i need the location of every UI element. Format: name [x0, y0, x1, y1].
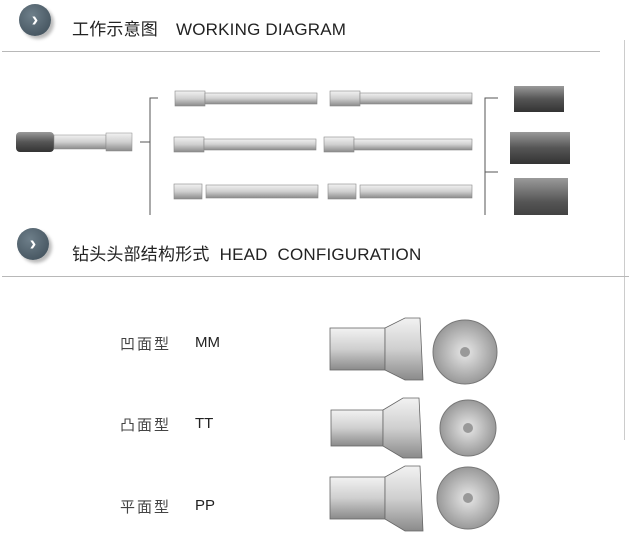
rods	[173, 90, 473, 200]
config-code: MM	[195, 334, 220, 351]
head-configuration-title: 钻头头部结构形式 HEAD CONFIGURATION	[72, 240, 421, 265]
right-bracket	[484, 97, 498, 215]
bit-side-pp	[329, 465, 424, 532]
config-code: PP	[195, 497, 216, 514]
divider	[2, 51, 600, 52]
title-cn: 工作示意图	[72, 20, 158, 39]
config-code: TT	[195, 415, 214, 432]
shank-adapter	[16, 132, 133, 152]
working-diagram	[16, 86, 570, 215]
bits	[510, 86, 570, 215]
bit-face-mm	[432, 319, 498, 385]
bit-images	[329, 317, 500, 532]
bit-face-tt	[439, 399, 497, 457]
divider	[2, 276, 629, 277]
title-en: HEAD CONFIGURATION	[219, 245, 422, 264]
page-edge	[624, 40, 625, 440]
working-diagram-title: 工作示意图 WORKING DIAGRAM	[72, 15, 346, 40]
chevron-right-icon: ›	[17, 228, 49, 260]
config-name-cn: 平面型	[120, 499, 172, 516]
title-en: WORKING DIAGRAM	[176, 20, 347, 39]
bit-face-pp	[436, 466, 500, 530]
config-name-cn: 凹面型	[120, 336, 172, 353]
chevron-right-icon: ›	[19, 4, 51, 36]
config-name-cn: 凸面型	[120, 417, 172, 434]
bit-side-mm	[329, 317, 424, 381]
title-cn: 钻头头部结构形式	[72, 245, 210, 264]
bit-side-tt	[330, 397, 423, 459]
left-bracket	[140, 97, 158, 215]
